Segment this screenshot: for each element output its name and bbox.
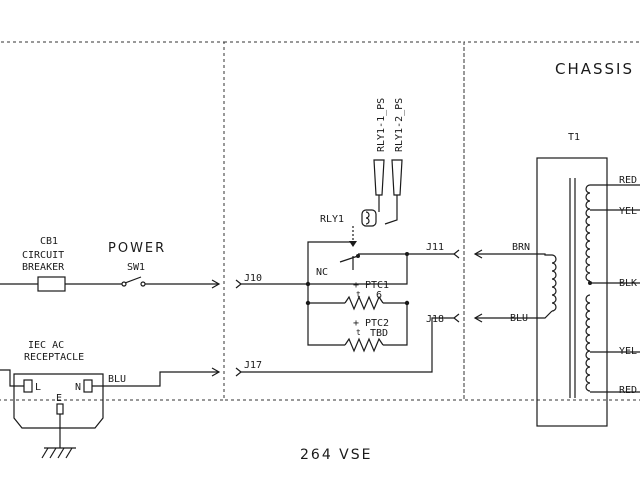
circuit-label: CIRCUIT <box>22 250 64 261</box>
iec-label: IEC AC <box>28 340 64 351</box>
chassis-label: CHASSIS <box>555 60 634 78</box>
pin-e-label: E <box>56 393 62 404</box>
middle-dashed-box <box>223 41 465 401</box>
rly1-label: RLY1 <box>320 214 344 225</box>
pin-n-label: N <box>75 382 81 393</box>
lead-red-top: RED <box>619 175 637 186</box>
blu-left-label: BLU <box>108 374 126 385</box>
rly1-2-terminal <box>391 159 403 196</box>
j11-connector <box>453 249 460 259</box>
power-switch <box>124 276 142 284</box>
rly1-1-terminal <box>373 159 385 196</box>
ptc2-t-mark: t <box>356 328 361 337</box>
rly1-2-ps-label: RLY1-2_PS <box>394 98 405 152</box>
circuit-breaker <box>37 276 66 292</box>
primary-coil <box>551 254 557 312</box>
lead-yel-top: YEL <box>619 206 637 217</box>
chassis-dashed-box <box>463 41 640 401</box>
ptc1-label: PTC1 <box>365 280 389 291</box>
blu-lead <box>475 310 553 319</box>
t1-label: T1 <box>568 132 580 143</box>
cb1-label: CB1 <box>40 236 58 247</box>
j11-label: J11 <box>426 242 444 253</box>
lead-yel-bottom: YEL <box>619 346 637 357</box>
ptc2-plus: + <box>353 318 359 329</box>
j10-label: J10 <box>244 273 262 284</box>
ptc1-plus: + <box>353 280 359 291</box>
earth-pin <box>56 403 64 415</box>
ptc1-value: 6 <box>376 290 382 301</box>
j18-connector <box>453 313 460 323</box>
secondary-coil-lower <box>585 294 591 392</box>
j17-label: J17 <box>244 360 262 371</box>
transformer-body <box>536 157 608 427</box>
diagram-footer: 264 VSE <box>300 447 372 463</box>
lead-blu-right: BLU <box>510 313 528 324</box>
j10-connector <box>235 279 242 289</box>
nc-label: NC <box>316 267 328 278</box>
ptc1-resistor <box>344 295 384 311</box>
lead-blk: BLK <box>619 278 637 289</box>
rly1-1-ps-label: RLY1-1_PS <box>376 98 387 152</box>
lead-brn: BRN <box>512 242 530 253</box>
j18-label: J18 <box>426 314 444 325</box>
ptc2-value: TBD <box>370 328 388 339</box>
j17-connector <box>235 367 242 377</box>
ptc1-t-mark: t <box>356 290 361 299</box>
line-pin <box>23 379 33 393</box>
neutral-pin <box>83 379 93 393</box>
secondary-coil-upper <box>585 184 591 282</box>
receptacle-label: RECEPTACLE <box>24 352 84 363</box>
ptc2-resistor <box>344 337 384 353</box>
iec-receptacle <box>13 373 104 429</box>
lead-red-bottom: RED <box>619 385 637 396</box>
pin-l-label: L <box>35 382 41 393</box>
rly1-coil <box>361 209 377 227</box>
relay-contact-arm <box>339 255 359 263</box>
breaker-label: BREAKER <box>22 262 65 273</box>
ptc2-label: PTC2 <box>365 318 389 329</box>
power-label: POWER <box>108 241 166 256</box>
sw1-label: SW1 <box>127 262 145 273</box>
